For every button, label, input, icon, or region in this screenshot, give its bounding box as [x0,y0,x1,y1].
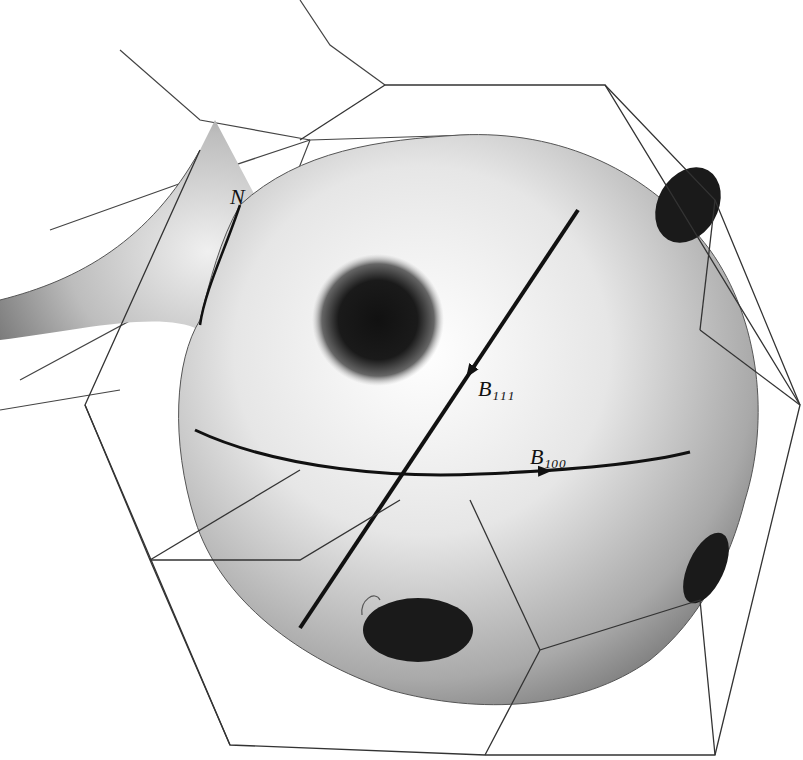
point-label: N [230,186,245,208]
orbit-100 [195,430,690,475]
orbit-111 [300,210,578,628]
fermi-sphere [179,135,759,705]
orbit-label: B₁₁₁ [478,378,514,400]
orbit-label: B₁₀₀ [530,446,566,468]
neck-opening [312,254,444,386]
brillouin-zone-front [85,85,800,755]
